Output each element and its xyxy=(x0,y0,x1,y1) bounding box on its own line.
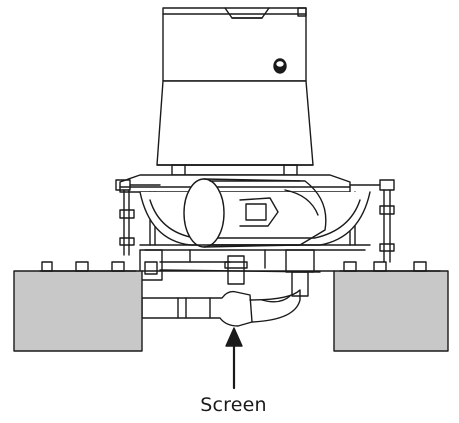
anchor-bolts xyxy=(39,261,441,272)
top-cover-housing xyxy=(162,7,307,82)
left-wall-slab xyxy=(13,270,143,352)
right-wall-slab xyxy=(333,270,449,352)
suction-pipe xyxy=(141,289,301,327)
mounting-plate xyxy=(115,174,395,193)
motor-body xyxy=(156,80,314,176)
callout-label-screen: Screen xyxy=(200,394,267,416)
callout-arrow xyxy=(225,327,243,390)
cable-gland-icon xyxy=(273,58,287,74)
